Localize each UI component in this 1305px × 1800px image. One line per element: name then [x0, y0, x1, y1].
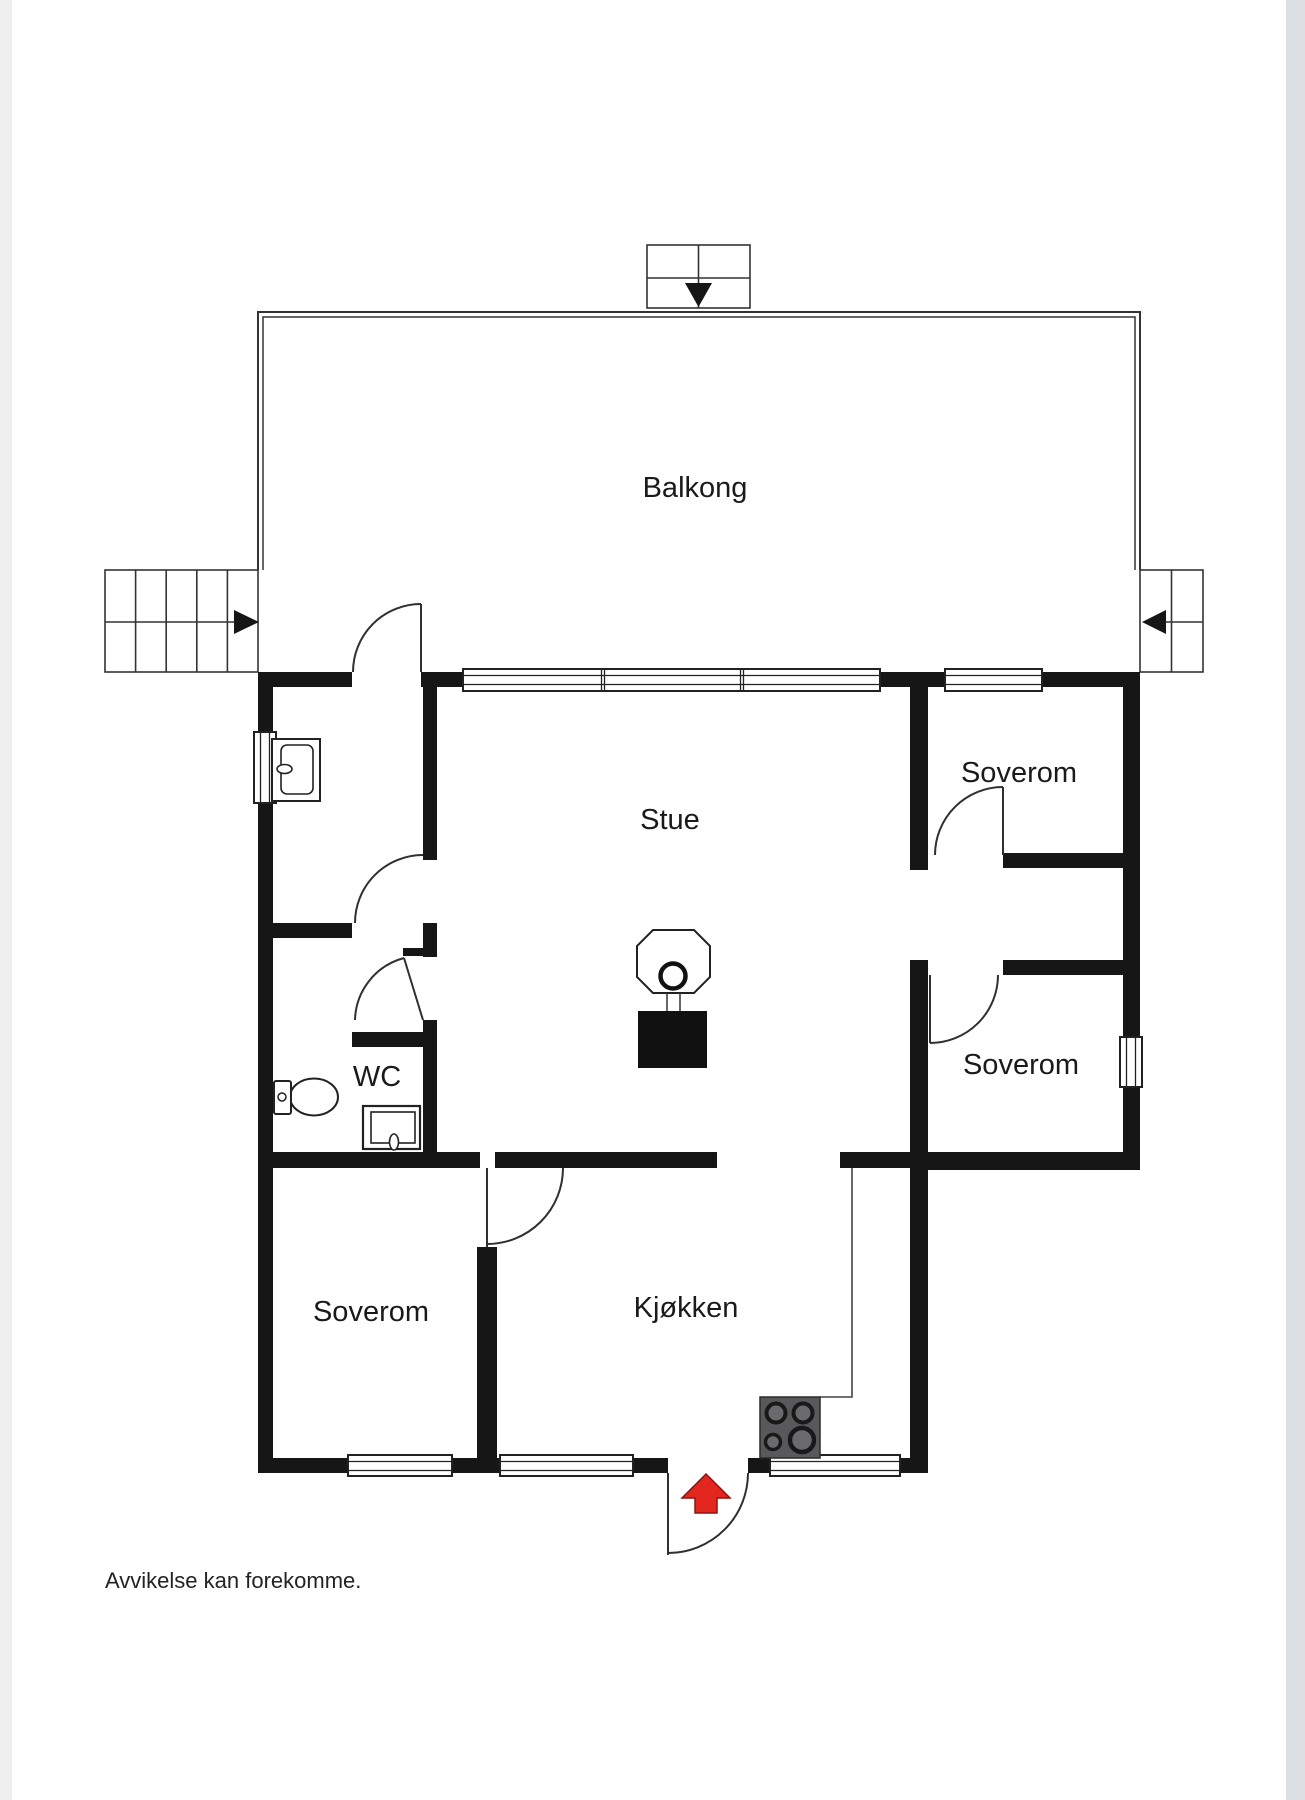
wall-segment: [495, 1152, 717, 1168]
door-swing-arc: [354, 957, 405, 1021]
fireplace-flue: [658, 961, 688, 991]
room-label-kitchen: Kjøkken: [634, 1292, 739, 1324]
door-swing-arc: [354, 854, 424, 924]
room-label-bedroom-top-right: Soverom: [961, 757, 1077, 789]
wall-segment: [910, 960, 928, 1473]
door-leaf: [403, 957, 424, 1021]
wall-segment: [748, 1458, 770, 1473]
room-label-bedroom-bottom-left: Soverom: [313, 1296, 429, 1328]
door-swing-arc: [929, 974, 999, 1044]
wall-segment: [928, 1152, 1140, 1170]
wall-segment: [423, 923, 437, 957]
sink-icon: [271, 738, 321, 802]
counter-outline: [820, 1168, 853, 1398]
walls: [258, 672, 1140, 1473]
wall-segment: [421, 672, 463, 687]
wall-segment: [352, 1032, 437, 1047]
toilet-icon: [273, 1077, 339, 1117]
sink-tap: [276, 763, 293, 775]
toilet-bowl: [289, 1077, 339, 1117]
basin-tap: [388, 1133, 400, 1151]
left-staircase: [104, 569, 259, 673]
kitchen-fixtures: [759, 1168, 853, 1459]
wall-segment: [910, 687, 928, 870]
window-frame: [499, 1454, 634, 1477]
window-frame: [944, 668, 1043, 692]
wall-segment: [258, 672, 273, 732]
room-label-living-room: Stue: [640, 804, 700, 836]
door-bedroom-bottom-left: [486, 1167, 564, 1247]
room-label-wc: WC: [353, 1061, 401, 1093]
room-label-balcony: Balkong: [643, 472, 748, 504]
right-staircase: [1139, 569, 1204, 673]
wall-segment: [258, 923, 352, 938]
window-living-room: [462, 668, 881, 692]
wall-segment: [452, 1458, 500, 1473]
door-bedroom-top-right: [934, 786, 1004, 856]
wall-segment: [1042, 672, 1140, 687]
wall-segment: [633, 1458, 668, 1473]
wall-segment: [258, 672, 352, 687]
window-frame: [347, 1454, 453, 1477]
wall-segment: [477, 1247, 497, 1458]
wall-segment: [1003, 960, 1140, 975]
fireplace-icon: [636, 929, 711, 1068]
window-bedroom-bottom-left: [347, 1454, 453, 1477]
window-frame: [1119, 1036, 1143, 1088]
doors: [352, 603, 1004, 1555]
toilet-flush: [277, 1092, 287, 1102]
door-swing-arc: [486, 1167, 564, 1245]
window-kitchen-right: [769, 1454, 901, 1477]
wall-segment: [423, 687, 437, 860]
balcony: [104, 244, 1204, 673]
stove-icon: [759, 1396, 821, 1459]
wash-basin-icon: [361, 1104, 422, 1151]
fireplace-hearth: [638, 1011, 707, 1068]
door-balcony: [352, 603, 422, 673]
window-bedroom-top-right: [944, 668, 1043, 692]
left-arrow-icon: [1142, 610, 1166, 634]
wall-segment: [840, 1152, 928, 1168]
down-arrow-icon: [685, 283, 712, 307]
stove-burner: [787, 1425, 817, 1455]
page-edge-left: [0, 0, 12, 1800]
door-entrance: [667, 1472, 749, 1555]
wall-segment: [258, 803, 273, 1473]
wall-segment: [1123, 1087, 1140, 1170]
balcony-wall-outer: [257, 311, 1141, 570]
wall-segment: [258, 1152, 480, 1168]
wall-segment: [403, 948, 423, 956]
page-edge-right: [1286, 0, 1305, 1800]
wall-segment: [880, 672, 945, 687]
entrance-arrow-icon: [680, 1472, 732, 1514]
window-frame: [462, 668, 881, 692]
wall-segment: [258, 1458, 348, 1473]
stove-burner: [791, 1401, 815, 1425]
balcony-wall-inner: [262, 316, 1136, 570]
wall-segment: [423, 1020, 437, 1152]
room-label-bedroom-mid-right: Soverom: [963, 1049, 1079, 1081]
stove-burner: [764, 1401, 788, 1425]
stair-outline: [104, 569, 259, 673]
wall-segment: [1003, 853, 1140, 868]
window-bedroom-mid-right: [1119, 1036, 1143, 1088]
disclaimer-text: Avvikelse kan forekomme.: [105, 1568, 361, 1593]
stove-burner: [763, 1432, 783, 1452]
door-hall-living: [354, 854, 424, 924]
window-kitchen-left: [499, 1454, 634, 1477]
door-wc: [354, 957, 424, 1021]
door-swing-arc: [352, 603, 422, 673]
door-swing-arc: [667, 1472, 749, 1554]
right-arrow-icon: [234, 610, 259, 634]
door-swing-arc: [934, 786, 1004, 856]
door-bedroom-mid-right: [929, 974, 999, 1044]
